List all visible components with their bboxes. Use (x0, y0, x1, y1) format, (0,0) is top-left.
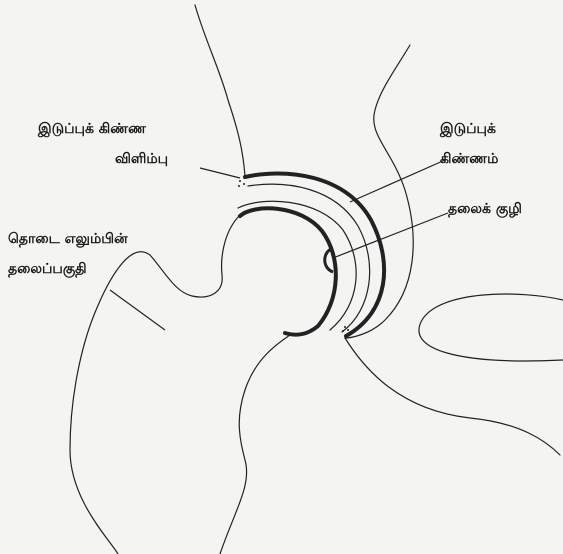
label-acetabular-rim-line2: விளிம்பு (115, 152, 168, 166)
pelvis-outline-left (195, 5, 245, 176)
femur-outline-right (220, 335, 290, 554)
leader-acetabular-rim (200, 168, 240, 178)
femoral-head-cartilage (240, 208, 336, 334)
acetabular-cartilage (245, 173, 384, 336)
label-acetabulum-line1: இடுப்புக் (440, 122, 496, 136)
acetabular-layer-inner (238, 201, 356, 330)
label-acetabulum-line2: கிண்ணம் (440, 152, 498, 166)
label-fovea: தலைக் குழி (448, 202, 522, 216)
femur-outline-left (70, 215, 240, 554)
label-femoral-head-line2: தலைப்பகுதி (8, 262, 87, 276)
leader-fovea (333, 213, 448, 258)
label-femoral-head-line1: தொடை எலும்பின் (8, 232, 128, 246)
leader-acetabulum (350, 160, 445, 202)
ischium-outline (345, 338, 560, 455)
acetabular-layer-outer (245, 173, 383, 338)
leader-femoral-head (110, 290, 165, 330)
label-acetabular-rim-line1: இடுப்புக் கிண்ண (38, 122, 146, 136)
obturator-foramen-outline (419, 294, 563, 361)
